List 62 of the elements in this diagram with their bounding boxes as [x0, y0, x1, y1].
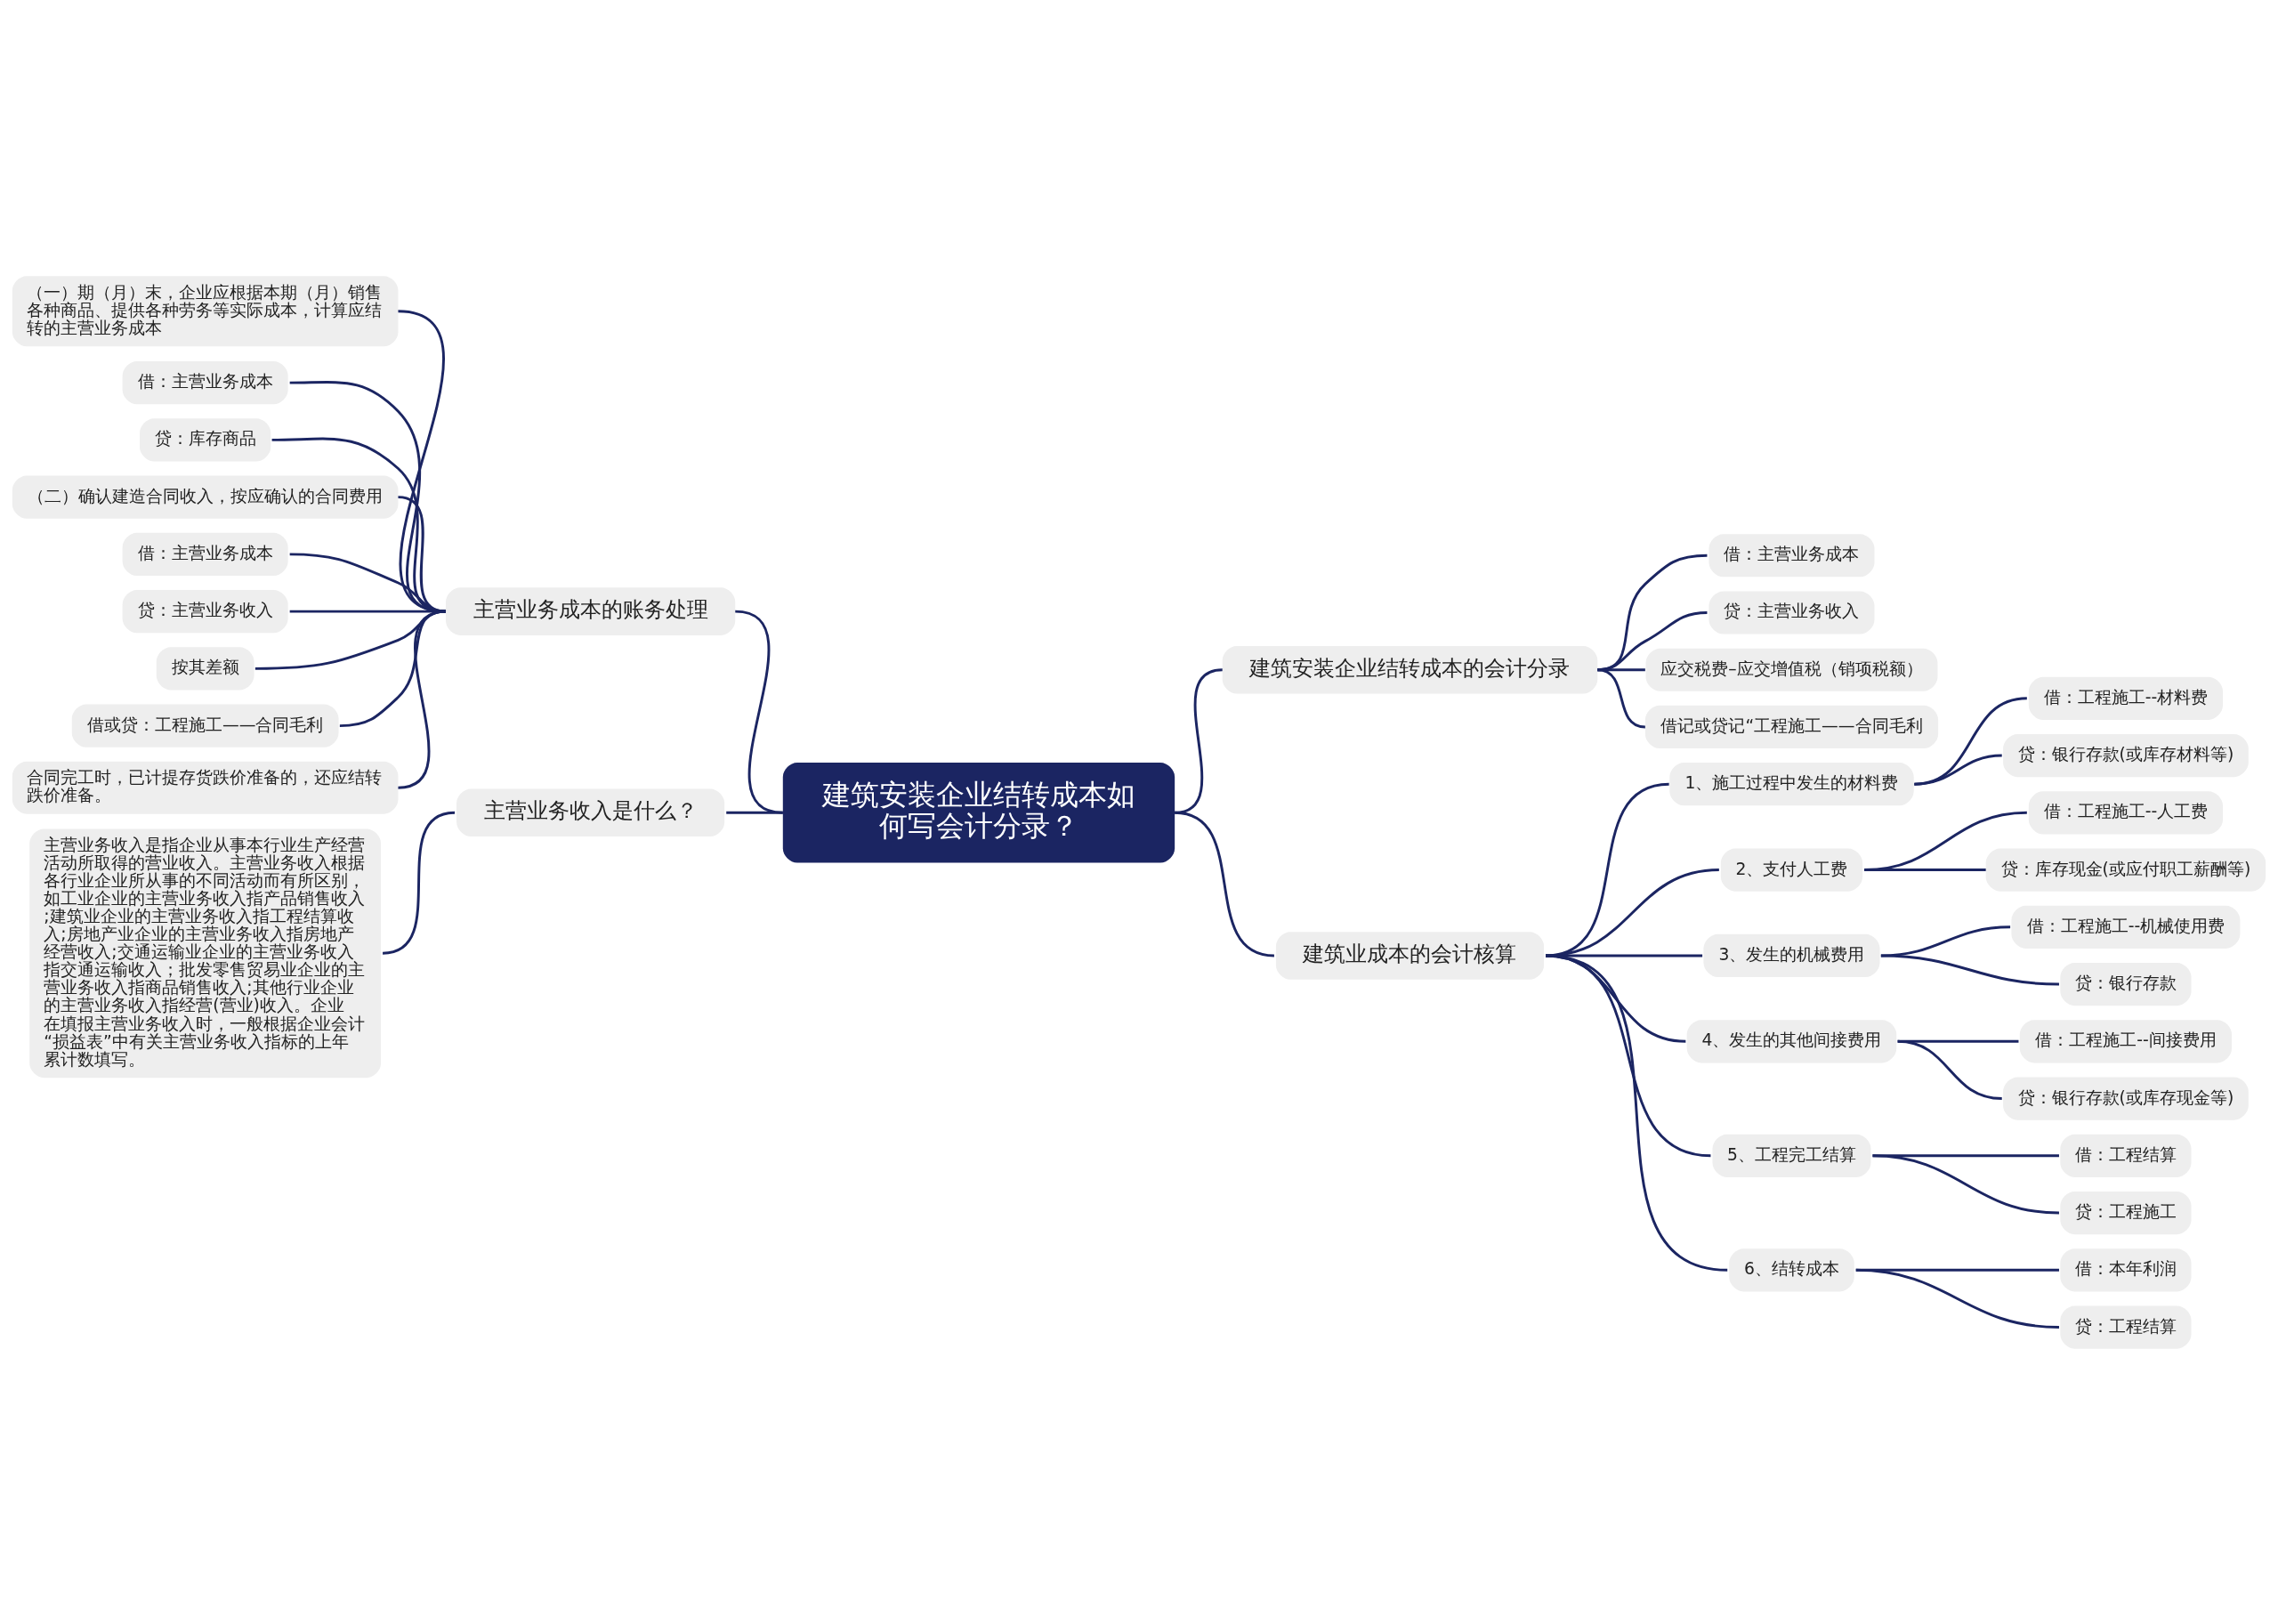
node-box: 借：主营业务成本: [1708, 533, 1875, 577]
node-box: 1、施工过程中发生的材料费: [1669, 762, 1914, 805]
node-box: 贷：银行存款: [2060, 962, 2192, 1006]
node-box: 6、结转成本: [1729, 1248, 1854, 1291]
connector: [289, 380, 447, 613]
node-box: 贷：主营业务收入: [122, 589, 288, 633]
connector: [1914, 696, 2027, 786]
node-box: 按其差额: [156, 646, 254, 690]
connector: [1597, 667, 1645, 671]
node-box: 主营业务收入是指企业从事本行业生产经营活动所取得的营业收入。主营业务收入根据各行业企业所从事的不同活动而有所区别，如工业企业的主营业务收入指产品销售收入;建筑业企业的主营业务收入指工程结算收入;房地产业企业的主营业务收入指房地产经营收入;交通运输业企业的主营业务收入指交通运输收入；批发零售贸易业企业的主营业务收入指商品销售收入;其他行业企业的主营业务收入指经营(营业)收入。企业在填报主营业务收入时，一般根据企业会计“损益表”中有关主营业务收入指标的上年累计数填写。: [29, 828, 382, 1078]
node-box: 借或贷：工程施工——合同毛利: [71, 704, 339, 747]
node-box: 贷：工程施工: [2060, 1191, 2192, 1234]
node-box: 合同完工时，已计提存货跌价准备的，还应结转跌价准备。: [12, 761, 399, 814]
connector: [1855, 1268, 2060, 1329]
node-box: 应交税费–应交增值税（销项税额）: [1645, 648, 1938, 691]
connector: [1597, 667, 1646, 728]
node-box: 主营业务成本的账务处理: [446, 586, 736, 635]
connector: [1546, 954, 1703, 957]
node-box: 借记或贷记“工程施工——合同毛利: [1644, 705, 1939, 748]
connector: [1597, 610, 1708, 671]
connector: [1545, 954, 1728, 1272]
connector: [1545, 954, 1711, 1157]
node-box: 建筑安装企业结转成本的会计分录: [1222, 645, 1598, 693]
connector: [382, 811, 456, 955]
connector: [1174, 811, 1275, 957]
node-box: 主营业务收入是什么？: [456, 788, 725, 836]
node-box: 借：工程结算: [2060, 1134, 2192, 1177]
connector: [1597, 553, 1708, 671]
node-box: 借：主营业务成本: [122, 360, 288, 404]
node-box: 4、发生的其他间接费用: [1686, 1019, 1897, 1062]
node-box: 借：工程施工--材料费: [2028, 676, 2223, 720]
node-box: 2、支付人工费: [1720, 848, 1863, 892]
node-box: 贷：银行存款(或库存材料等): [2003, 733, 2249, 777]
connector: [1880, 925, 2011, 957]
node-box: 借：本年利润: [2060, 1248, 2192, 1291]
node-box: 贷：主营业务收入: [1708, 590, 1875, 634]
node-box: 贷：库存商品: [140, 417, 271, 461]
node-box: 贷：银行存款(或库存现金等): [2003, 1076, 2249, 1120]
node-box: 3、发生的机械费用: [1703, 933, 1880, 977]
connector: [1914, 754, 2002, 786]
node-box: 5、工程完工结算: [1712, 1134, 1871, 1177]
connector: [1872, 1153, 2060, 1215]
node-box: 借：工程施工--机械使用费: [2011, 905, 2241, 949]
node-box: （二）确认建造合同收入，按应确认的合同费用: [12, 475, 399, 519]
connector: [398, 610, 447, 789]
node-box: 借：工程施工--人工费: [2028, 790, 2223, 834]
node-box: 借：主营业务成本: [122, 532, 288, 576]
node-box: 建筑安装企业结转成本如何写会计分录？: [782, 762, 1175, 863]
node-box: （一）期（月）末，企业应根据本期（月）销售各种商品、提供各种劳务等实际成本，计算应结转的主营业务成本: [12, 275, 399, 346]
connector: [1545, 868, 1719, 957]
node-box: 建筑业成本的会计核算: [1275, 931, 1545, 980]
node-box: 贷：库存现金(或应付职工薪酬等): [1985, 848, 2266, 892]
connector: [1897, 1039, 2002, 1100]
node-box: 贷：工程结算: [2060, 1305, 2192, 1349]
connector: [726, 811, 783, 814]
connector: [398, 309, 447, 613]
connector: [1864, 811, 2027, 871]
connector: [398, 495, 447, 613]
connector: [1864, 868, 1986, 871]
connector: [1880, 954, 2059, 986]
node-box: 借：工程施工--间接费用: [2019, 1019, 2233, 1062]
connector: [271, 437, 447, 613]
